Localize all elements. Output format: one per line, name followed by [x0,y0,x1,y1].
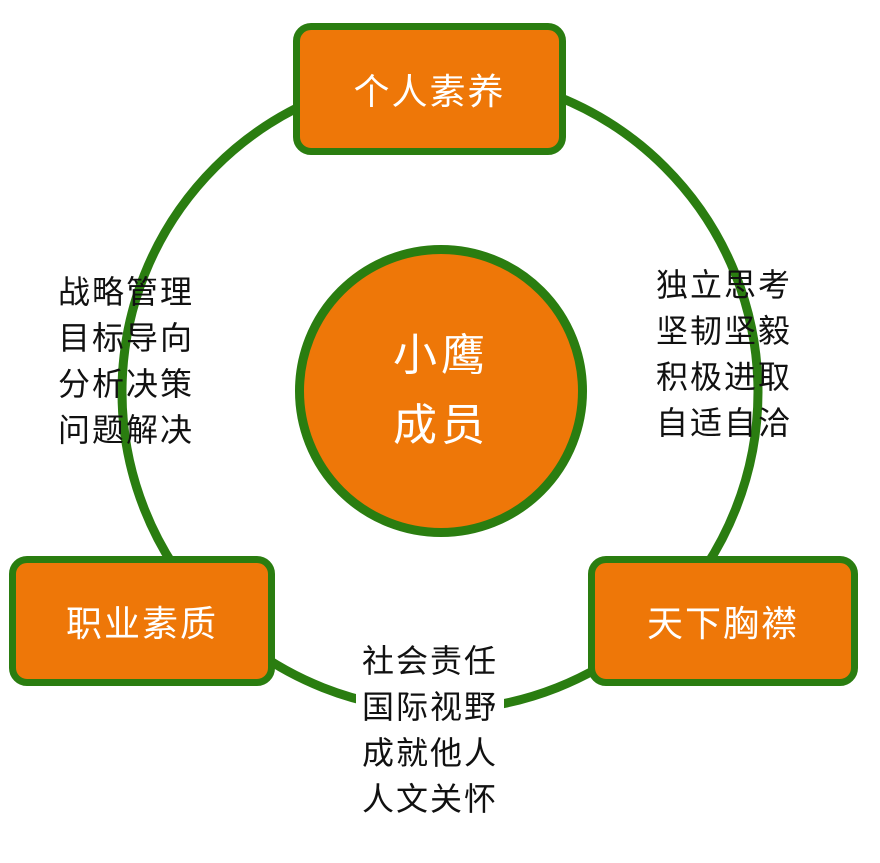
node-label: 个人素养 [353,72,506,113]
node-label: 天下胸襟 [646,604,799,645]
right-arc-text: 独立思考 坚韧坚毅 积极进取 自适自洽 [656,262,792,446]
right-arc-item: 坚韧坚毅 [656,312,793,350]
node-professional-quality: 职业素质 [9,556,275,686]
right-arc-item: 独立思考 [656,266,793,304]
bottom-arc-item: 成就他人 [362,734,499,772]
left-arc-text: 战略管理 目标导向 分析决策 问题解决 [58,269,194,453]
center-label-line: 小鹰 [393,330,489,381]
bottom-arc-text: 社会责任 国际视野 成就他人 人文关怀 [356,638,505,822]
node-personal-quality: 个人素养 [293,23,566,155]
node-world-vision: 天下胸襟 [588,556,858,686]
left-arc-item: 目标导向 [58,319,195,357]
left-arc-item: 战略管理 [58,273,195,311]
node-label: 职业素质 [65,604,218,645]
right-arc-item: 积极进取 [656,358,793,396]
bottom-arc-item: 国际视野 [362,688,499,726]
center-circle: 小鹰 成员 [295,245,587,537]
bottom-arc-item: 人文关怀 [362,780,499,818]
right-arc-item: 自适自洽 [656,404,793,442]
bottom-arc-item: 社会责任 [362,642,499,680]
left-arc-item: 分析决策 [58,365,195,403]
center-label-line: 成员 [393,400,489,451]
left-arc-item: 问题解决 [58,411,195,449]
